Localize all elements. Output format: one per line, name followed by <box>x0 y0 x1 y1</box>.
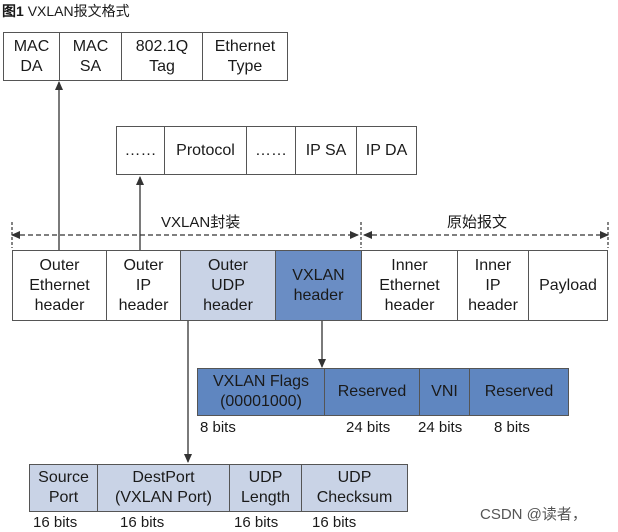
udp-field-dest-port: DestPort (VXLAN Port) <box>97 464 230 512</box>
packet-outer-udp-header: Outer UDP header <box>180 250 276 321</box>
vxlan-field-flags: VXLAN Flags (00001000) <box>197 368 325 416</box>
ip-field-ellipsis-1: …… <box>116 126 165 175</box>
ip-field-protocol: Protocol <box>164 126 247 175</box>
label-vxlan-encap: VXLAN封装 <box>157 214 245 232</box>
eth-field-ethernet-type: Ethernet Type <box>202 32 288 81</box>
eth-field-8021q-tag: 802.1Q Tag <box>121 32 203 81</box>
udp-field-length: UDP Length <box>229 464 302 512</box>
figure-caption: 图1 VXLAN报文格式 <box>2 2 130 20</box>
packet-payload: Payload <box>528 250 608 321</box>
packet-vxlan-header: VXLAN header <box>275 250 362 321</box>
ip-field-ellipsis-2: …… <box>246 126 296 175</box>
vxlan-size-flags: 8 bits <box>200 419 236 436</box>
vxlan-size-reserved-2: 8 bits <box>494 419 530 436</box>
udp-size-source-port: 16 bits <box>33 514 78 531</box>
eth-field-mac-sa: MAC SA <box>59 32 122 81</box>
packet-outer-ip-header: Outer IP header <box>106 250 181 321</box>
figure-title: VXLAN报文格式 <box>27 3 130 19</box>
packet-outer-ethernet-header: Outer Ethernet header <box>12 250 107 321</box>
eth-field-mac-da: MAC DA <box>3 32 60 81</box>
vxlan-field-vni: VNI <box>419 368 470 416</box>
udp-size-dest-port: 16 bits <box>120 514 165 531</box>
udp-field-checksum: UDP Checksum <box>301 464 408 512</box>
udp-size-length: 16 bits <box>234 514 279 531</box>
udp-field-source-port: Source Port <box>29 464 98 512</box>
vxlan-field-reserved-2: Reserved <box>469 368 569 416</box>
packet-inner-ethernet-header: Inner Ethernet header <box>361 250 458 321</box>
packet-inner-ip-header: Inner IP header <box>457 250 529 321</box>
label-original-packet: 原始报文 <box>443 214 512 232</box>
watermark: CSDN @读者， <box>480 506 587 523</box>
ip-field-ip-sa: IP SA <box>295 126 357 175</box>
ip-field-ip-da: IP DA <box>356 126 417 175</box>
figure-number: 图1 <box>2 3 24 19</box>
vxlan-size-vni: 24 bits <box>418 419 463 436</box>
vxlan-field-reserved-1: Reserved <box>324 368 420 416</box>
vxlan-size-reserved-1: 24 bits <box>346 419 391 436</box>
udp-size-checksum: 16 bits <box>312 514 357 531</box>
